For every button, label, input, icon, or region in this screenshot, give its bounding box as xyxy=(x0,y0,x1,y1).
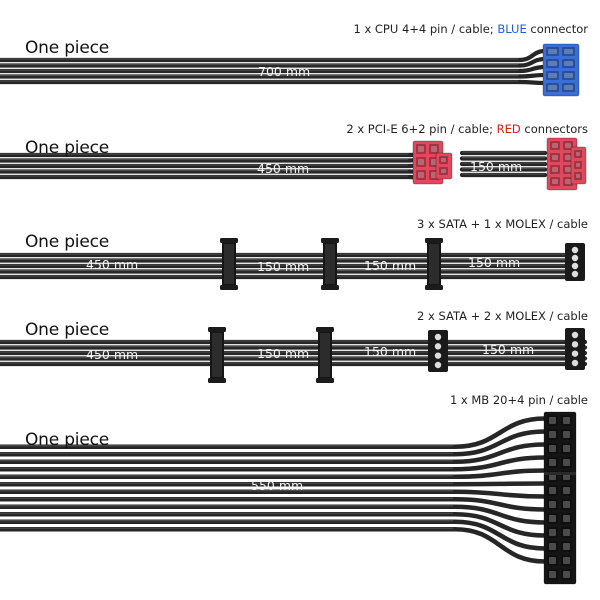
pcie-connector-2pin xyxy=(570,146,587,185)
cable-length: 150 mm xyxy=(482,342,535,357)
wire-bundle xyxy=(0,57,523,85)
mb-connector xyxy=(543,411,577,585)
cable-length: 150 mm xyxy=(364,258,417,273)
caption-suffix: connector xyxy=(526,22,588,36)
cable-length: 150 mm xyxy=(257,346,310,361)
sata-molex-cable-a xyxy=(0,238,585,290)
sata-connector xyxy=(220,238,238,290)
cable-length: 550 mm xyxy=(251,478,304,493)
wire-fan xyxy=(517,48,548,86)
mb-wire-bundle xyxy=(0,444,458,532)
cable-length: 150 mm xyxy=(468,255,521,270)
cable-caption: 2 x SATA + 2 x MOLEX / cable xyxy=(417,309,588,323)
pcie-connector xyxy=(546,137,578,191)
cable-length: 450 mm xyxy=(86,257,139,272)
caption-suffix: connectors xyxy=(520,122,588,136)
mb-connector-divider xyxy=(544,472,576,475)
cpu-connector xyxy=(542,43,580,97)
cable-length: 150 mm xyxy=(364,344,417,359)
wire-bundle xyxy=(0,152,413,180)
mb-cable xyxy=(0,411,577,585)
cable-caption: 3 x SATA + 1 x MOLEX / cable xyxy=(417,217,588,231)
cable-caption: 2 x PCI-E 6+2 pin / cable; RED connector… xyxy=(346,122,588,136)
cable-label: One piece xyxy=(25,138,109,158)
cable-caption: 1 x MB 20+4 pin / cable xyxy=(449,393,588,407)
molex-connector xyxy=(565,243,585,281)
cable-length: 450 mm xyxy=(86,347,139,362)
sata-connector xyxy=(425,238,443,290)
sata-connector xyxy=(316,327,334,383)
cpu-cable xyxy=(0,43,580,97)
sata-connector xyxy=(321,238,339,290)
cable-label: One piece xyxy=(25,320,109,340)
cable-length: 450 mm xyxy=(257,161,310,176)
wire-bundle xyxy=(0,339,588,367)
pcie-cable xyxy=(0,137,587,191)
sata-connector xyxy=(208,327,226,383)
cable-caption: 1 x CPU 4+4 pin / cable; BLUE connector xyxy=(353,22,588,36)
cable-label: One piece xyxy=(25,430,109,450)
molex-connector xyxy=(565,328,585,370)
cable-length: 700 mm xyxy=(258,64,311,79)
caption-highlight: RED xyxy=(496,122,521,136)
cable-length: 150 mm xyxy=(470,159,523,174)
cable-label: One piece xyxy=(25,38,109,58)
caption-highlight: BLUE xyxy=(497,22,527,36)
cable-length: 150 mm xyxy=(257,259,310,274)
cable-label: One piece xyxy=(25,232,109,252)
caption-text: 1 x CPU 4+4 pin / cable; xyxy=(353,22,498,36)
caption-text: 2 x PCI-E 6+2 pin / cable; xyxy=(346,122,497,136)
sata-molex-cable-b xyxy=(0,327,588,383)
wire-fan xyxy=(452,416,548,564)
molex-connector xyxy=(428,330,448,372)
wire-bundle xyxy=(0,252,578,280)
wire-bundle xyxy=(459,150,548,178)
pcie-connector-2pin xyxy=(435,152,453,180)
